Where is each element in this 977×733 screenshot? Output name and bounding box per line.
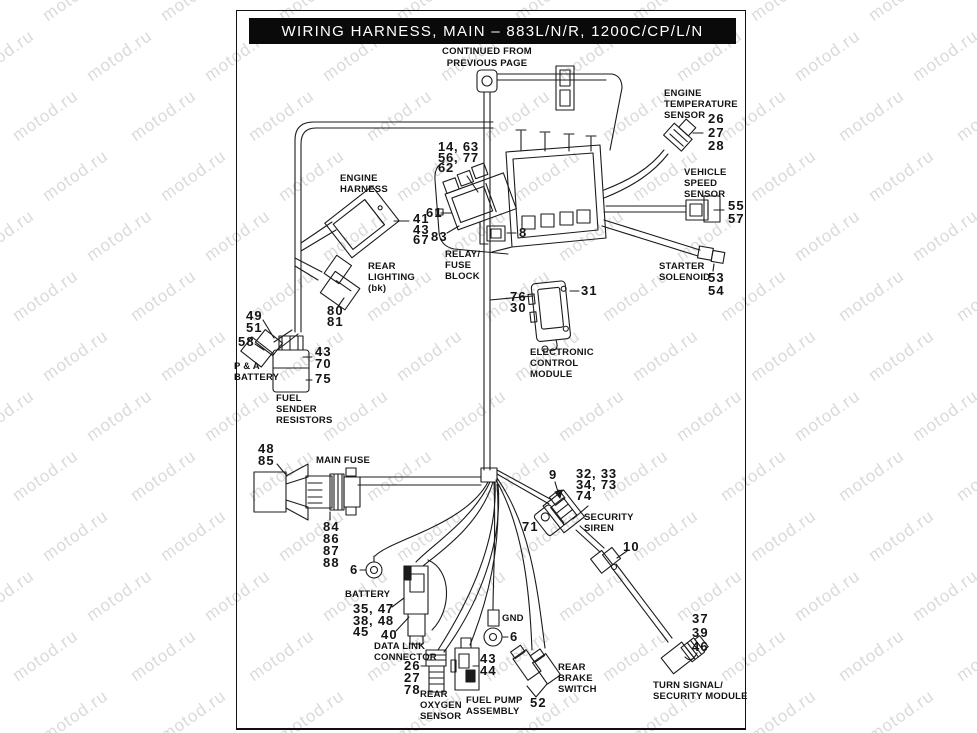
ref-pa-battery: 49 51 (246, 308, 263, 335)
ref-58: 58 (238, 334, 255, 349)
ref-9: 9 (549, 467, 558, 482)
ref-52: 52 (530, 695, 547, 710)
label-battery: BATTERY (345, 589, 391, 600)
ref-starter-solenoid: 53 54 (708, 270, 725, 298)
label-rear-lighting: REAR LIGHTING (bk) (368, 261, 415, 294)
label-gnd: GND (502, 613, 524, 624)
page-title: WIRING HARNESS, MAIN – 883L/N/R, 1200C/C… (281, 22, 704, 40)
label-pa-battery: P & A BATTERY (234, 361, 280, 383)
label-turn-signal-module: TURN SIGNAL/ SECURITY MODULE (653, 680, 748, 702)
ref-battery-6: 6 (350, 562, 359, 577)
ref-75: 75 (315, 371, 332, 386)
ref-ecm: 76 30 (510, 289, 527, 315)
label-fuel-sender: FUEL SENDER RESISTORS (276, 393, 333, 426)
label-starter-solenoid: STARTER SOLENOID (659, 261, 711, 283)
ref-engine-temp-sensor: 26 27 28 (708, 111, 725, 153)
ref-fuel-pump: 43 44 (480, 651, 497, 678)
ref-engine-harness: 41 43 67 (413, 211, 430, 247)
ref-battery-cables: 35, 47 38, 48 45 (353, 601, 394, 639)
label-vehicle-speed-sensor: VEHICLE SPEED SENSOR (684, 167, 727, 200)
ref-10: 10 (623, 539, 640, 554)
ref-relay-fuse-block: 14, 63 56, 77 62 (438, 139, 479, 175)
ref-83: 83 (431, 229, 448, 244)
label-data-link: DATA LINK CONNECTOR (374, 641, 437, 663)
diagram-page-frame: WIRING HARNESS, MAIN – 883L/N/R, 1200C/C… (236, 10, 746, 730)
label-engine-harness: ENGINE HARNESS (340, 173, 388, 195)
ref-31: 31 (581, 283, 598, 298)
label-ecm: ELECTRONIC CONTROL MODULE (530, 347, 594, 380)
label-rear-oxygen: REAR OXYGEN SENSOR (420, 689, 462, 722)
ref-fuel-sender: 43 70 (315, 344, 332, 371)
title-bar: WIRING HARNESS, MAIN – 883L/N/R, 1200C/C… (249, 18, 736, 44)
ref-61: 61 (426, 205, 443, 220)
ref-main-fuse-lower: 84 86 87 88 (323, 519, 340, 570)
label-relay-fuse-block: RELAY/ FUSE BLOCK (445, 249, 481, 282)
ref-gnd-6: 6 (510, 629, 519, 644)
label-main-fuse: MAIN FUSE (316, 455, 371, 466)
ref-vehicle-speed-sensor: 55 57 (728, 198, 745, 226)
ref-71: 71 (522, 519, 539, 534)
ref-rear-lighting: 80 81 (327, 303, 344, 329)
ref-40: 40 (381, 627, 398, 642)
continued-note: CONTINUED FROM PREVIOUS PAGE (442, 46, 532, 69)
ref-rear-oxygen: 26 27 78 (404, 658, 421, 697)
label-security-siren: SECURITY SIREN (584, 512, 634, 534)
ref-8: 8 (519, 225, 528, 240)
ref-main-fuse-upper: 48 85 (258, 441, 275, 468)
ref-turn-signal-module: 37 39 46 (692, 611, 709, 654)
ref-siren-group: 32, 33 34, 73 74 (576, 466, 617, 503)
label-rear-brake-switch: REAR BRAKE SWITCH (558, 662, 597, 695)
label-fuel-pump: FUEL PUMP ASSEMBLY (466, 695, 523, 717)
label-engine-temp-sensor: ENGINE TEMPERATURE SENSOR (664, 88, 738, 121)
